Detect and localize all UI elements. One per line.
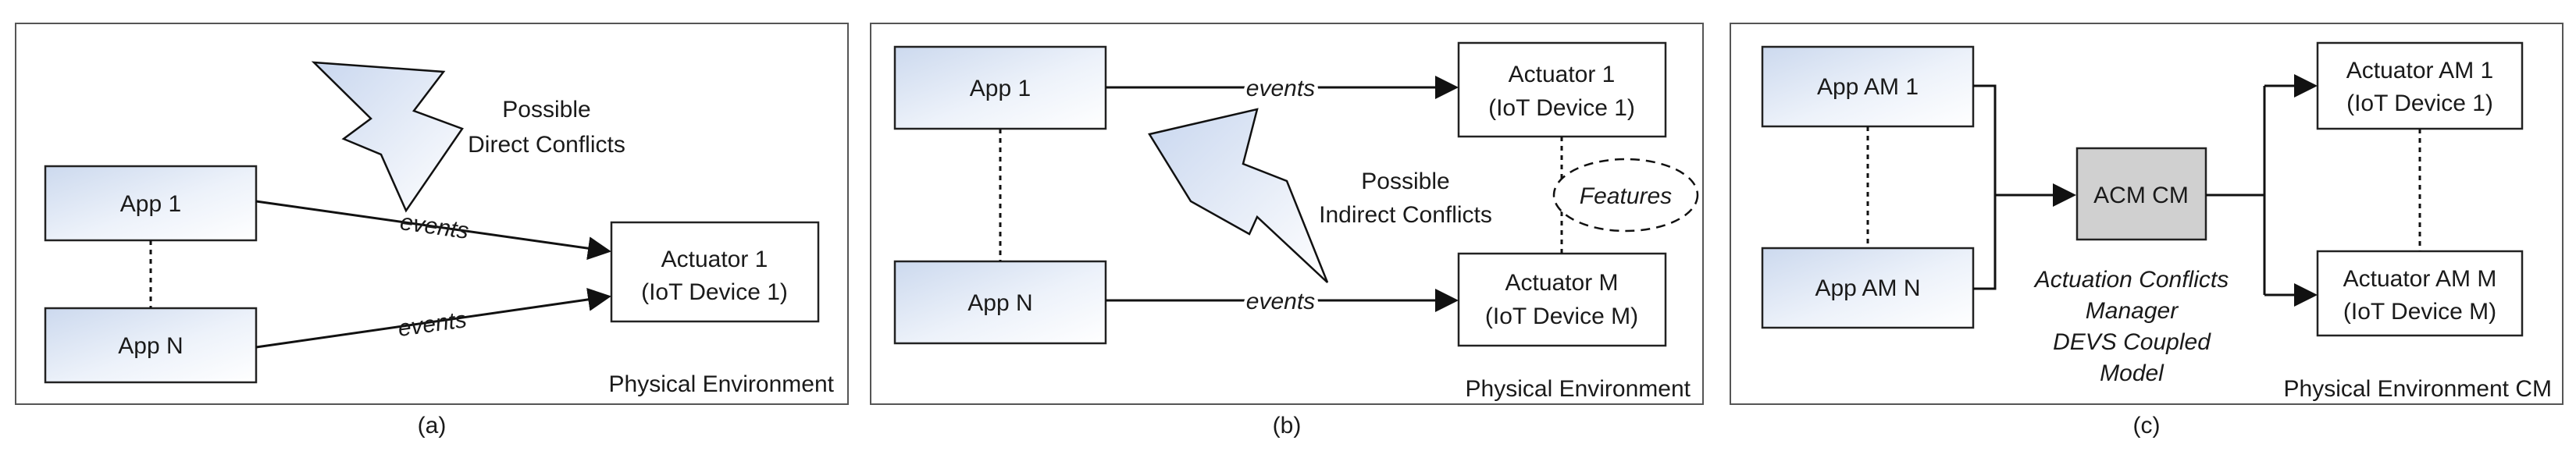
actuator-am-m-line2: (IoT Device M) (2343, 299, 2496, 325)
panel-c: App AM 1 App AM N ACM CM Actuator AM 1 (… (1730, 23, 2564, 438)
conflict-label-line1: Possible (1361, 169, 1449, 194)
actuator-m-box (1457, 252, 1667, 347)
lightning-bolt-icon (311, 61, 464, 213)
conflict-label-line2: Direct Conflicts (468, 132, 625, 158)
app-1-label: App 1 (120, 191, 181, 217)
app-n-label: App N (118, 333, 183, 359)
app-am-n-label: App AM N (1815, 275, 1920, 301)
lightning-bolt-icon (1148, 108, 1329, 283)
physical-environment-label: Physical Environment (609, 371, 835, 397)
actuator-am-m-line1: Actuator AM M (2343, 266, 2497, 292)
actuator-am-1-box (2316, 41, 2524, 130)
panel-a-caption: (a) (418, 413, 447, 438)
acm-label: ACM CM (2093, 183, 2189, 208)
panel-b: App 1 App N Actuator 1 (IoT Device 1) Ac… (870, 23, 1704, 438)
app-n-box (44, 307, 258, 384)
event-arrow-1 (255, 200, 611, 261)
acm-box (2075, 147, 2207, 241)
panel-b-caption: (b) (1273, 413, 1302, 438)
physical-environment-label: Physical Environment (1466, 376, 1691, 402)
conflict-label-line1: Possible (502, 97, 590, 122)
actuator-m-line1: Actuator M (1505, 270, 1618, 296)
actuator-m-line2: (IoT Device M) (1485, 304, 1638, 329)
app-am-1-label: App AM 1 (1817, 74, 1919, 100)
app-am-1-box (1761, 45, 1975, 128)
actuator-1-line1: Actuator 1 (1509, 62, 1616, 87)
manager-line2: Manager (2086, 298, 2179, 324)
app-1-box (893, 45, 1107, 130)
event-label-1: events (1246, 76, 1315, 101)
app-n-box (893, 260, 1107, 345)
actuator-am-1-line2: (IoT Device 1) (2346, 91, 2493, 116)
conflict-label-line2: Indirect Conflicts (1319, 202, 1492, 228)
panel-a: Possible Direct Conflicts App 1 App N Ac… (15, 23, 849, 438)
app-am-n-box (1761, 247, 1975, 329)
manager-line4: Model (2100, 360, 2164, 386)
actuator-1-box (610, 221, 820, 323)
panel-c-caption: (c) (2133, 413, 2161, 438)
event-arrow-2 (255, 287, 611, 349)
features-ellipse (1552, 158, 1699, 233)
actuator-1-line2: (IoT Device 1) (1488, 95, 1635, 121)
actuator-1-line1: Actuator 1 (661, 247, 768, 272)
app-merge-line (1973, 84, 1997, 290)
manager-line1: Actuation Conflicts (2033, 267, 2229, 293)
physical-environment-label: Physical Environment CM (2284, 376, 2552, 402)
features-label: Features (1580, 183, 1672, 209)
actuator-1-line2: (IoT Device 1) (641, 279, 788, 305)
app-n-label: App N (967, 290, 1032, 316)
app-1-label: App 1 (970, 76, 1031, 101)
manager-line3: DEVS Coupled (2053, 329, 2211, 355)
actuator-1-box (1457, 41, 1667, 138)
event-label-2: events (1246, 289, 1315, 314)
actuator-am-m-box (2316, 250, 2524, 337)
actuator-am-1-line1: Actuator AM 1 (2346, 58, 2493, 83)
